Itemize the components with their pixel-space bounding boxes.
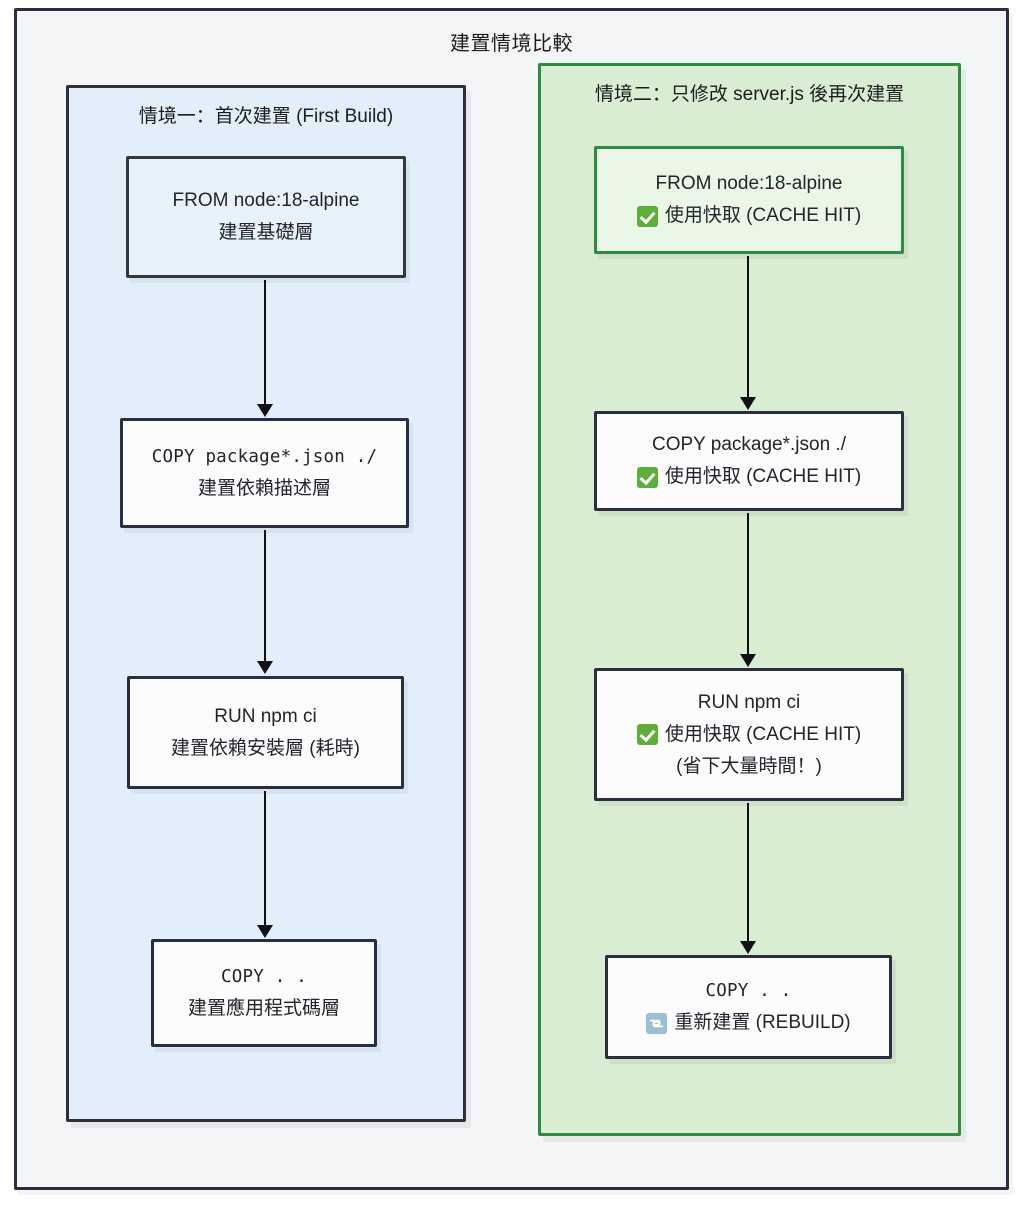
node-line: 建置依賴描述層 (197, 478, 331, 499)
subgraph-scenario-two-title: 情境二：只修改 server.js 後再次建置 (594, 84, 905, 105)
node-line-with-status: 使用快取 (CACHE HIT) (636, 461, 862, 493)
node-line: 建置依賴安裝層 (耗時) (171, 737, 360, 759)
node-line: RUN npm ci (697, 691, 801, 713)
node-line: RUN npm ci (214, 705, 317, 727)
node-line-text: 使用快取 (CACHE HIT) (664, 205, 862, 226)
node-line-text: 使用快取 (CACHE HIT) (664, 466, 862, 487)
subgraph-scenario-one-title: 情境一：首次建置 (First Build) (138, 106, 394, 127)
node-line-text: 使用快取 (CACHE HIT) (664, 723, 862, 745)
node-left-run-npm-ci[interactable]: RUN npm ci 建置依賴安裝層 (耗時) (127, 676, 404, 789)
rebuild-icon (646, 1012, 668, 1034)
diagram-title: 建置情境比較 (450, 33, 573, 55)
node-line: COPY . . (705, 981, 792, 1001)
check-icon (636, 724, 658, 745)
node-right-run-npm-ci[interactable]: RUN npm ci 使用快取 (CACHE HIT) (省下大量時間！) (594, 668, 904, 801)
node-line: COPY package*.json ./ (151, 447, 378, 467)
node-line: FROM node:18-alpine (655, 173, 843, 194)
node-left-from-node-18-alpine[interactable]: FROM node:18-alpine 建置基礎層 (126, 156, 406, 278)
check-icon (636, 466, 658, 488)
node-right-copy-all[interactable]: COPY . . 重新建置 (REBUILD) (605, 955, 892, 1059)
node-line: (省下大量時間！) (676, 755, 822, 777)
node-line-text: 重新建置 (REBUILD) (674, 1012, 851, 1033)
node-line: COPY package*.json ./ (652, 434, 846, 455)
node-right-copy-package-json[interactable]: COPY package*.json ./ 使用快取 (CACHE HIT) (594, 411, 904, 511)
node-line-with-status: 使用快取 (CACHE HIT) (636, 719, 862, 751)
node-line: 建置應用程式碼層 (187, 998, 340, 1019)
node-right-from-node-18-alpine[interactable]: FROM node:18-alpine 使用快取 (CACHE HIT) (594, 146, 904, 254)
node-line: FROM node:18-alpine (172, 190, 360, 211)
check-icon (636, 205, 658, 227)
node-line: COPY . . (221, 967, 307, 987)
node-line: 建置基礎層 (218, 222, 314, 243)
node-line-with-status: 重新建置 (REBUILD) (646, 1007, 851, 1039)
node-left-copy-all[interactable]: COPY . . 建置應用程式碼層 (151, 939, 377, 1047)
node-line-with-status: 使用快取 (CACHE HIT) (636, 200, 862, 232)
node-left-copy-package-json[interactable]: COPY package*.json ./ 建置依賴描述層 (120, 418, 409, 528)
